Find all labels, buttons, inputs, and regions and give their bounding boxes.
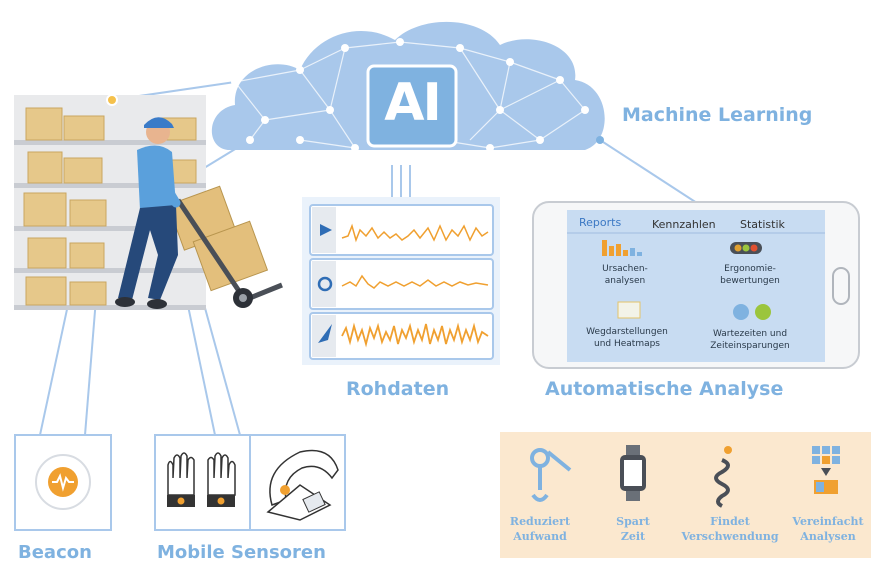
- beacon-label: Beacon: [18, 542, 92, 563]
- phone-device: [532, 201, 860, 369]
- raw-data-label: Rohdaten: [346, 378, 450, 400]
- warehouse-shelf: [14, 94, 206, 310]
- tab-statistik[interactable]: Statistik: [740, 218, 785, 231]
- report-paths-heatmaps[interactable]: Wegdarstellungen und Heatmaps: [586, 327, 668, 349]
- ai-label: AI: [384, 73, 442, 133]
- machine-learning-label: Machine Learning: [622, 104, 813, 126]
- worker-with-handtruck: [115, 117, 283, 309]
- benefit-saves-time: Spart Zeit: [616, 515, 650, 543]
- benefits-panel: [500, 432, 871, 558]
- benefit-simplifies-analysis: Vereinfacht Analysen: [792, 515, 864, 543]
- raw-data-panel: [302, 197, 500, 365]
- report-waiting-times[interactable]: Wartezeiten und Zeiteinsparungen: [710, 329, 790, 351]
- tab-kennzahlen[interactable]: Kennzahlen: [652, 218, 716, 231]
- mobile-sensors-label: Mobile Sensoren: [157, 542, 326, 563]
- tab-reports[interactable]: Reports: [579, 216, 622, 229]
- sensor-boxes: [14, 434, 346, 531]
- benefit-finds-waste: Findet Verschwendung: [681, 515, 779, 543]
- ai-cloud: [211, 21, 605, 152]
- report-cause-analysis[interactable]: Ursachen- analysen: [602, 264, 648, 286]
- automatic-analysis-label: Automatische Analyse: [545, 378, 784, 400]
- report-ergonomics[interactable]: Ergonomie- bewertungen: [720, 264, 780, 286]
- benefit-reduces-effort: Reduziert Aufwand: [509, 515, 571, 543]
